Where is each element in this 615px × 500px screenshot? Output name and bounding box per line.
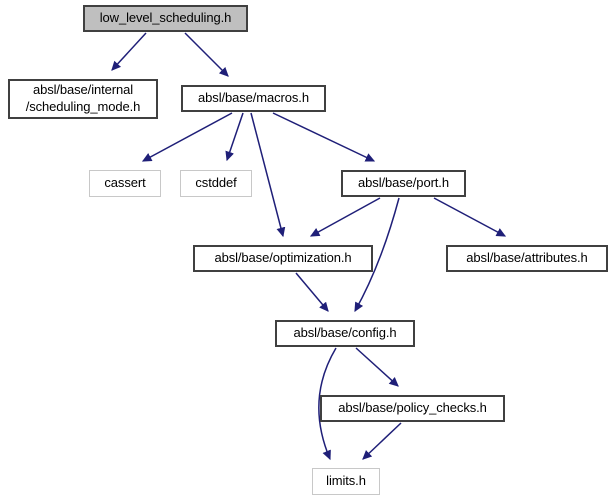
node-limits[interactable]: limits.h [312, 468, 380, 495]
edge-low_level_scheduling-to-macros [184, 32, 229, 77]
node-optimization[interactable]: absl/base/optimization.h [193, 245, 373, 272]
node-label: cstddef [195, 175, 237, 191]
edge-config-to-policy_checks [355, 347, 399, 387]
edge-macros-to-port [272, 112, 376, 162]
node-label: absl/base/attributes.h [466, 250, 588, 266]
node-label: absl/base/internal /scheduling_mode.h [25, 82, 141, 114]
node-low_level_scheduling[interactable]: low_level_scheduling.h [83, 5, 248, 32]
node-cstddef[interactable]: cstddef [180, 170, 252, 197]
node-policy_checks[interactable]: absl/base/policy_checks.h [320, 395, 505, 422]
node-label: low_level_scheduling.h [99, 10, 232, 26]
edge-policy_checks-to-limits [362, 422, 402, 460]
node-label: cassert [104, 175, 146, 191]
edge-config-to-limits [318, 347, 337, 461]
edge-macros-to-cassert [141, 112, 233, 162]
node-label: absl/base/policy_checks.h [338, 400, 487, 416]
edge-optimization-to-config [295, 272, 329, 312]
node-cassert[interactable]: cassert [89, 170, 161, 197]
node-label: absl/base/port.h [358, 175, 449, 191]
edge-port-to-optimization [309, 197, 381, 237]
node-scheduling_mode[interactable]: absl/base/internal /scheduling_mode.h [8, 79, 158, 119]
node-attributes[interactable]: absl/base/attributes.h [446, 245, 608, 272]
edge-port-to-config [354, 197, 400, 313]
edge-macros-to-cstddef [225, 112, 244, 162]
node-port[interactable]: absl/base/port.h [341, 170, 466, 197]
node-macros[interactable]: absl/base/macros.h [181, 85, 326, 112]
edge-macros-to-optimization [250, 112, 286, 238]
edge-port-to-attributes [433, 197, 507, 237]
node-label: absl/base/optimization.h [214, 250, 352, 266]
edge-low_level_scheduling-to-scheduling_mode [111, 32, 147, 71]
node-label: absl/base/macros.h [198, 90, 309, 106]
node-config[interactable]: absl/base/config.h [275, 320, 415, 347]
node-label: absl/base/config.h [293, 325, 397, 341]
node-label: limits.h [326, 473, 366, 489]
